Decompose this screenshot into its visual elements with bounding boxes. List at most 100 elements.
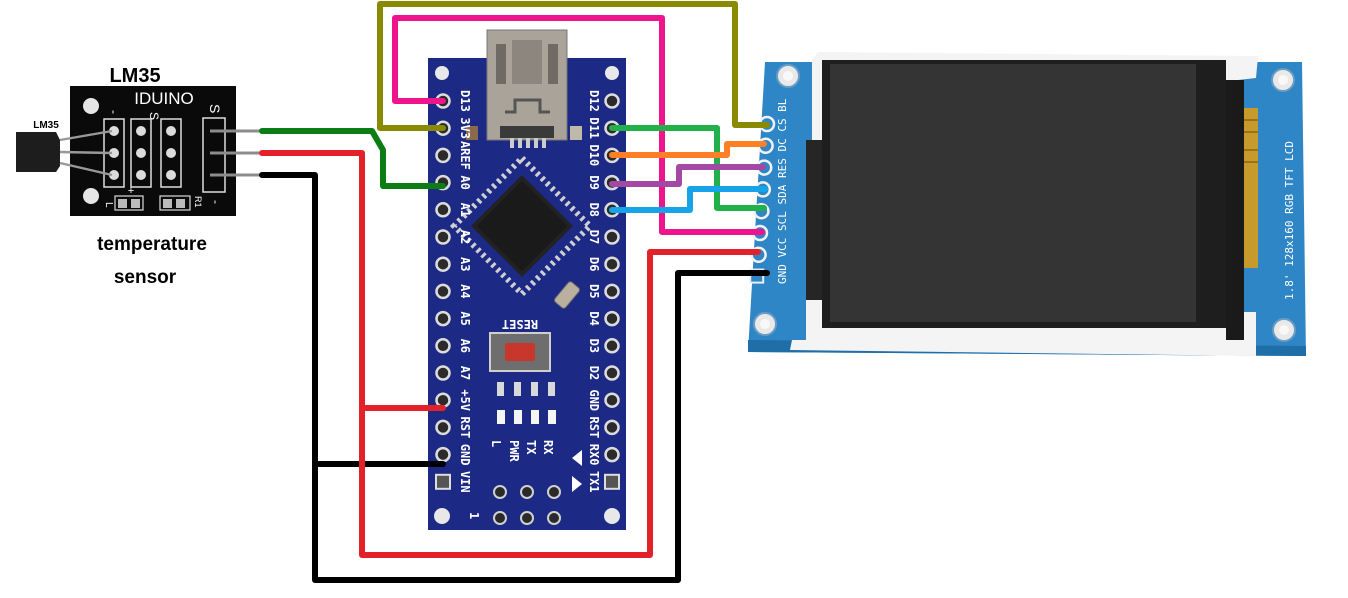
nano-pin-d6-r: D6 [587, 256, 620, 272]
wire-blue [609, 186, 768, 213]
lm35-chip: LM35 [16, 120, 113, 177]
nano-pin-a2: A2 [435, 229, 472, 245]
status-leds: L PWR TX RX [489, 382, 556, 462]
pin-label: A7 [458, 366, 472, 380]
pin-label: D11 [587, 117, 601, 139]
svg-text:L: L [103, 202, 114, 208]
caption-line2: sensor [114, 267, 177, 288]
nano-pin-gnd-r: GND [587, 389, 620, 411]
svg-text:+: + [128, 185, 134, 197]
tft-pin-label-text: GND VCC SCL SDA RES DC CS BL [776, 98, 789, 284]
pin-label: RST [458, 417, 472, 439]
reset-label: RESET [502, 317, 538, 331]
pin-label: VIN [458, 471, 472, 493]
wires [259, 1, 770, 583]
icsp-header: 1 [467, 485, 561, 525]
pin-label: AREF [458, 141, 472, 170]
svg-text:RX: RX [541, 440, 555, 455]
nano-pin-rst-r: RST [587, 417, 620, 439]
pin-label: A1 [458, 203, 472, 217]
pad-column [160, 118, 182, 188]
wire-olive [377, 1, 770, 131]
pin-label: D7 [587, 230, 601, 244]
display-screen [830, 64, 1196, 322]
pin-label: D8 [587, 203, 601, 217]
nano-pin-d7-r: D7 [587, 229, 620, 245]
nano-pin-d11-r: D11 [587, 117, 620, 139]
pin-label: A0 [458, 175, 472, 189]
nano-pin-vin: VIN [435, 471, 472, 493]
wire-red [259, 150, 446, 411]
wire-red [359, 249, 761, 558]
wire-purple [609, 164, 766, 187]
pad-column [130, 118, 152, 188]
pin-label: A3 [458, 257, 472, 271]
nano-pin-d5-r: D5 [587, 283, 620, 300]
svg-text:-: - [209, 200, 223, 204]
svg-text:L: L [489, 440, 503, 447]
sensor-brand: IDUINO [134, 89, 194, 108]
tft-pin-labels: GND VCC SCL SDA RES DC CS BL [776, 98, 789, 284]
nano-pin-5v: +5V [435, 389, 472, 411]
nano-pin-rst: RST [435, 417, 472, 439]
nano-pin-d4-r: D4 [587, 310, 620, 327]
pin-label: D4 [587, 311, 601, 325]
nano-pin-a3: A3 [435, 256, 472, 272]
pin-label: D13 [458, 90, 472, 112]
caption-line1: temperature [97, 234, 207, 255]
pin-label: D5 [587, 284, 601, 298]
svg-text:1: 1 [467, 512, 481, 519]
pin-label: RX0 [587, 444, 601, 466]
svg-text:S: S [147, 112, 161, 120]
sensor-header [202, 117, 226, 193]
mount-hole [83, 98, 99, 114]
pin-label: D10 [587, 145, 601, 167]
wire-black [259, 172, 770, 583]
svg-text:S: S [207, 104, 223, 113]
tft-display-module: 1.8' 128x160 RGB TFT LCD GND VCC SCL SDA… [748, 52, 1306, 356]
svg-text:PWR: PWR [507, 440, 521, 462]
pin-label: D12 [587, 90, 601, 112]
svg-text:TX: TX [524, 440, 538, 455]
pin-label: 3V3 [458, 117, 472, 139]
pin-label: D2 [587, 366, 601, 380]
nano-pin-a7: A7 [435, 365, 472, 381]
pin-label: A6 [458, 339, 472, 353]
pin-label: A5 [458, 311, 472, 325]
wire-orange [609, 141, 767, 158]
chip-label: LM35 [33, 120, 59, 131]
reset-button[interactable]: RESET [489, 317, 551, 372]
nano-pin-d12-r: D12 [587, 90, 620, 112]
pin-label: D3 [587, 339, 601, 353]
nano-pin-rx0-r: RX0 [587, 444, 620, 466]
pin-label: RST [587, 417, 601, 439]
pin-label: A4 [458, 284, 472, 298]
mini-usb-connector [486, 29, 568, 148]
wire-green-dark [259, 128, 446, 189]
nano-pin-a6: A6 [435, 338, 472, 354]
tft-model-label: 1.8' 128x160 RGB TFT LCD [1283, 141, 1296, 300]
svg-text:-: - [107, 110, 121, 114]
pin-label: GND [587, 389, 601, 411]
resonator [554, 281, 580, 309]
nano-pin-tx1-r: TX1 [587, 471, 620, 493]
sensor-title: LM35 [109, 65, 160, 87]
nano-pin-a1: A1 [435, 202, 472, 218]
nano-pin-aref: AREF [435, 141, 472, 170]
mount-hole [83, 188, 99, 204]
nano-pin-a0: A0 [435, 174, 472, 191]
nano-pin-d3-r: D3 [587, 338, 620, 354]
nano-pin-a5: A5 [435, 310, 472, 327]
wire-pink [392, 15, 765, 235]
nano-pin-a4: A4 [435, 283, 472, 300]
pin-label: TX1 [587, 471, 601, 493]
pin-label: D9 [587, 175, 601, 189]
to92-package [16, 132, 60, 172]
pin-label: A2 [458, 230, 472, 244]
pin-label: GND [458, 444, 472, 466]
nano-pin-d2-r: D2 [587, 365, 620, 381]
